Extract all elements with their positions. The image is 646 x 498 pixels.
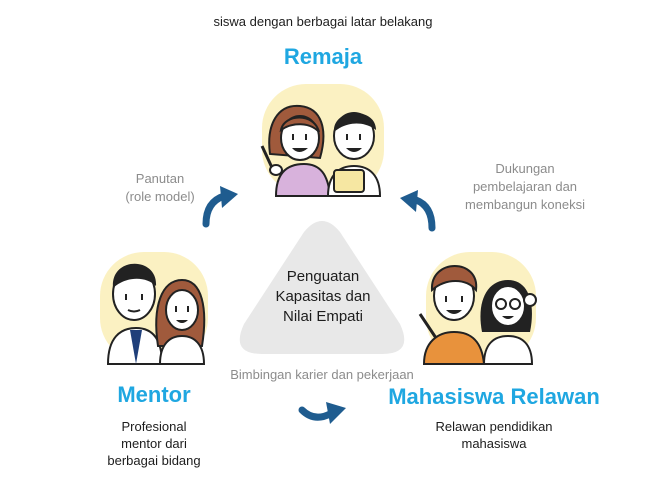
curved-arrow-icon: [202, 186, 238, 228]
mentor-man-icon: [106, 263, 164, 365]
center-label: Penguatan Kapasitas dan Nilai Empati: [242, 267, 404, 327]
top-caption: siswa dengan berbagai latar belakang: [213, 14, 433, 29]
center-triangle: [239, 221, 405, 354]
relawan-title: Mahasiswa Relawan: [388, 384, 600, 409]
mentor-title: Mentor: [117, 382, 191, 407]
center-line-1: Penguatan: [286, 268, 360, 285]
center-line-3: Nilai Empati: [282, 308, 364, 325]
center-line-2: Kapasitas dan: [275, 288, 371, 305]
relawan-portrait: [418, 252, 537, 365]
mentor-portrait: [100, 252, 208, 365]
curved-arrow-icon: [298, 402, 346, 424]
label-mentor-to-relawan: Bimbingan karier dan pekerjaan: [230, 367, 414, 382]
relawan-description: Relawan pendidikan mahasiswa: [435, 419, 553, 451]
label-relawan-to-remaja: Dukungan pembelajaran dan membangun kone…: [465, 161, 585, 212]
mentor-woman-icon: [155, 278, 206, 365]
volunteer-woman-icon: [480, 280, 537, 365]
curved-arrow-icon: [400, 190, 436, 232]
teen-girl-icon: [260, 104, 332, 197]
volunteer-man-icon: [418, 265, 486, 365]
mentor-description: Profesional mentor dari berbagai bidang: [107, 419, 201, 468]
teen-boy-icon: [326, 112, 382, 197]
remaja-title: Remaja: [283, 44, 363, 69]
label-mentor-to-remaja: Panutan (role model): [125, 171, 195, 204]
remaja-portrait: [260, 84, 384, 197]
